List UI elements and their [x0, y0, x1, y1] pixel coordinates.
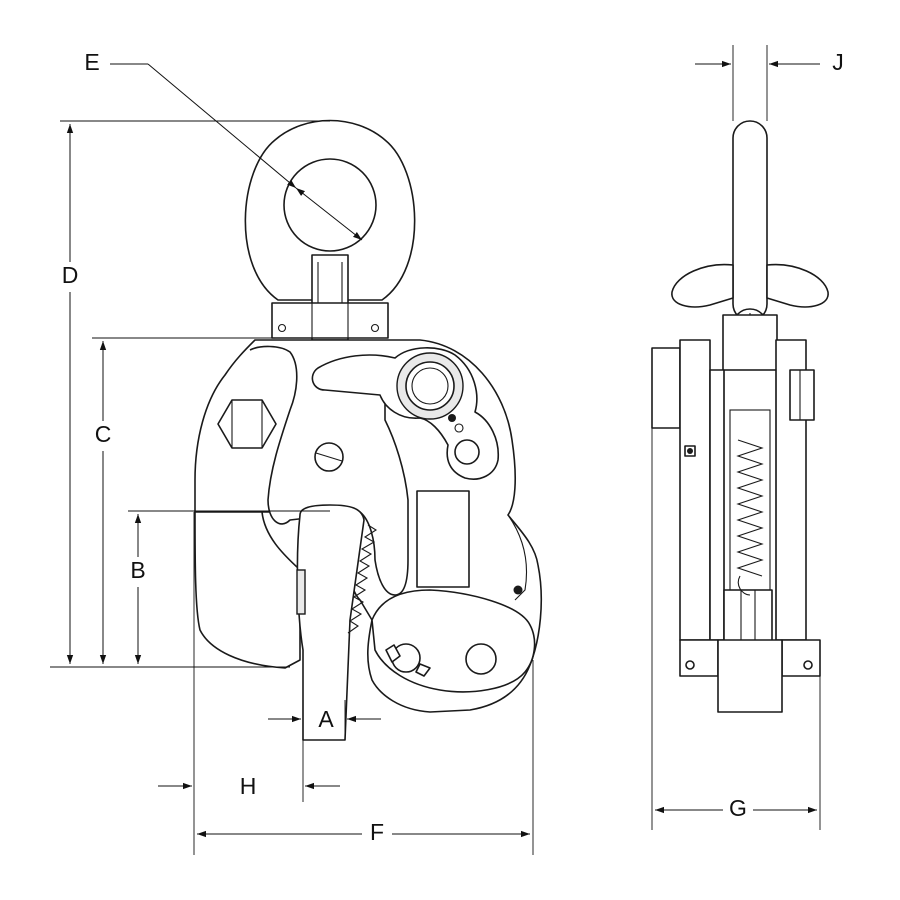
label-j: J [832, 49, 844, 75]
dimension-e: E [84, 49, 363, 241]
label-f: F [370, 819, 384, 845]
lifting-eye [244, 119, 416, 341]
label-d: D [62, 262, 79, 288]
dimension-d: D [50, 120, 330, 668]
dimension-b: B [124, 510, 330, 664]
side-eye-shank [671, 120, 829, 371]
dimension-h: H [158, 512, 340, 855]
dimension-f: F [197, 660, 534, 855]
label-h: H [240, 773, 257, 799]
dimension-g: G [651, 428, 821, 830]
front-view: D C B E A [50, 49, 543, 855]
label-e: E [84, 49, 99, 75]
dimension-j: J [695, 45, 844, 121]
side-flanges [679, 639, 821, 713]
label-c: C [95, 421, 112, 447]
label-b: B [130, 557, 145, 583]
label-a: A [318, 706, 334, 732]
spring [729, 409, 771, 596]
dimension-a: A [268, 700, 381, 802]
label-g: G [729, 795, 747, 821]
dimension-c: C [89, 337, 275, 664]
side-view: J G [651, 45, 844, 830]
clamp-body [194, 339, 543, 741]
